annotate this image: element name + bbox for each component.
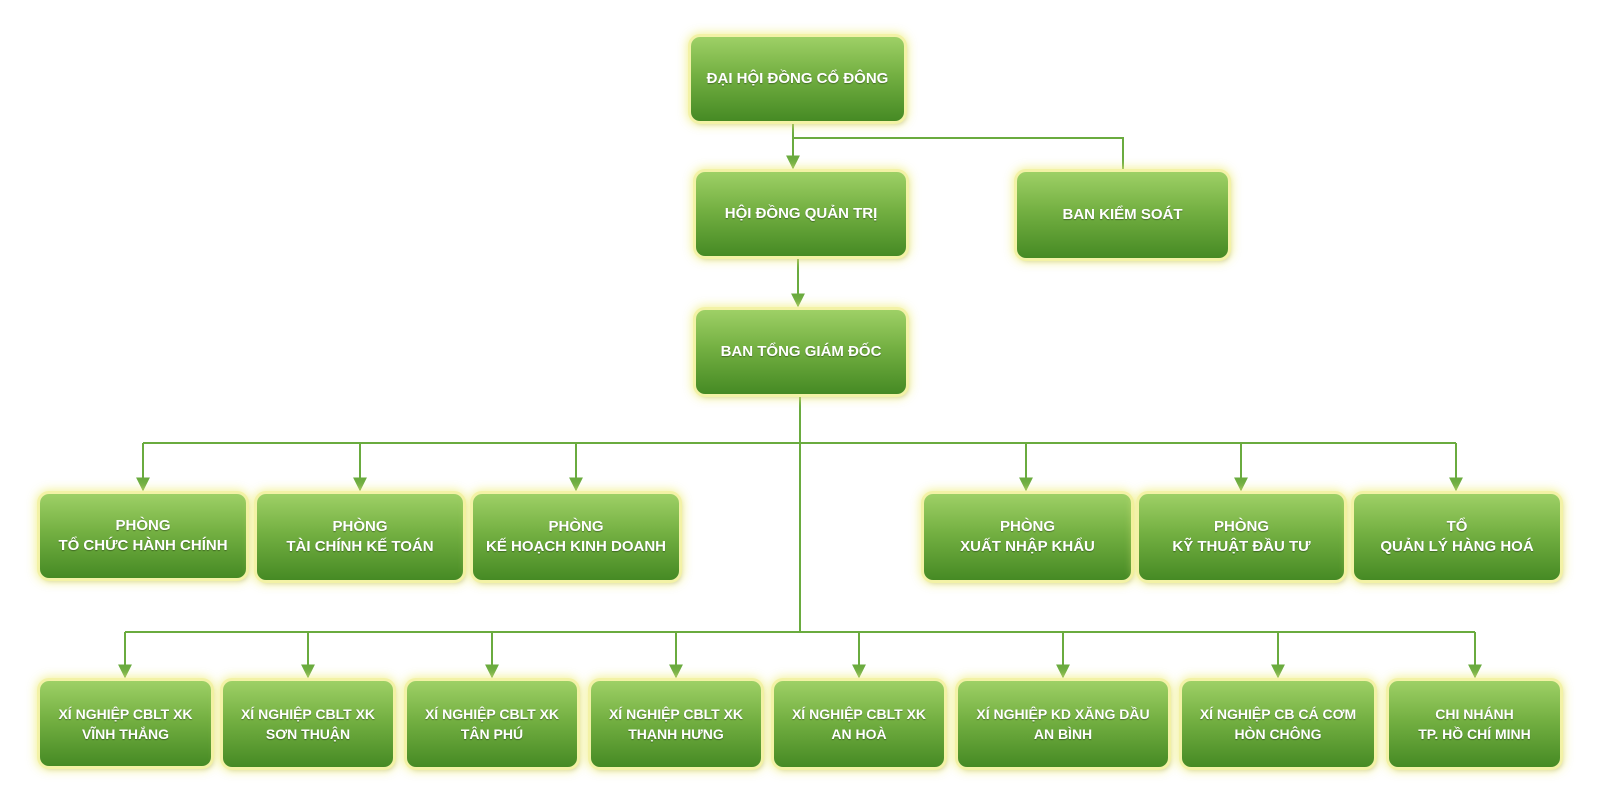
node-label-line-1: BAN TỔNG GIÁM ĐỐC <box>720 343 882 360</box>
node-label-line-2: AN BÌNH <box>1033 726 1093 742</box>
node-xi-nghiep-hon-chong[interactable]: XÍ NGHIỆP CB CÁ CƠM HÒN CHÔNG <box>1182 681 1374 767</box>
node-label-line-2: QUẢN LÝ HÀNG HOÁ <box>1380 538 1534 555</box>
node-xi-nghiep-son-thuan[interactable]: XÍ NGHIỆP CBLT XK SƠN THUẬN <box>223 681 393 767</box>
node-label-line-2: XUẤT NHẬP KHẨU <box>960 538 1095 555</box>
node-label-line-2: HÒN CHÔNG <box>1234 726 1322 742</box>
node-label-line-1: HỘI ĐỒNG QUẢN TRỊ <box>724 205 878 222</box>
node-label-line-1: XÍ NGHIỆP CBLT XK <box>791 706 927 722</box>
node-label-line-2: VĨNH THẮNG <box>81 725 170 742</box>
node-to-quan-ly-hang-hoa[interactable]: TỔ QUẢN LÝ HÀNG HOÁ <box>1354 494 1560 580</box>
node-label-line-1: BAN KIỂM SOÁT <box>1062 206 1183 223</box>
node-xi-nghiep-thanh-hung[interactable]: XÍ NGHIỆP CBLT XK THẠNH HƯNG <box>591 681 761 767</box>
node-phong-to-chuc-hanh-chinh[interactable]: PHÒNG TỔ CHỨC HÀNH CHÍNH <box>40 494 246 578</box>
node-xi-nghiep-tan-phu[interactable]: XÍ NGHIỆP CBLT XK TÂN PHÚ <box>407 681 577 767</box>
node-label-line-1: PHÒNG <box>332 518 388 535</box>
node-label-line-2: TÀI CHÍNH KẾ TOÁN <box>286 538 434 555</box>
node-label-line-1: PHÒNG <box>548 518 604 535</box>
node-label-line-1: XÍ NGHIỆP CBLT XK <box>240 706 376 722</box>
node-label-line-1: PHÒNG <box>999 518 1055 535</box>
node-label-line-1: XÍ NGHIỆP CBLT XK <box>424 706 560 722</box>
node-label-line-2: THẠNH HƯNG <box>628 726 724 742</box>
node-xi-nghiep-an-hoa[interactable]: XÍ NGHIỆP CBLT XK AN HOÀ <box>774 681 944 767</box>
node-label-line-1: TỔ <box>1446 518 1468 535</box>
node-label-line-1: XÍ NGHIỆP CB CÁ CƠM <box>1199 706 1357 722</box>
connector-dhdcd-to-bks <box>793 137 1124 172</box>
node-label-line-1: PHÒNG <box>1213 518 1269 535</box>
node-xi-nghiep-vinh-thang[interactable]: XÍ NGHIỆP CBLT XK VĨNH THẮNG <box>40 681 211 766</box>
node-dai-hoi-dong-co-dong[interactable]: ĐẠI HỘI ĐỒNG CỔ ĐÔNG <box>691 37 904 121</box>
node-hoi-dong-quan-tri[interactable]: HỘI ĐỒNG QUẢN TRỊ <box>696 172 906 256</box>
node-label-line-2: KẾ HOẠCH KINH DOANH <box>486 538 666 555</box>
node-label-line-1: XÍ NGHIỆP CBLT XK <box>608 706 744 722</box>
node-label-line-2: TÂN PHÚ <box>460 726 524 742</box>
node-xi-nghiep-an-binh[interactable]: XÍ NGHIỆP KD XĂNG DẦU AN BÌNH <box>958 681 1168 767</box>
node-label-line-1: CHI NHÁNH <box>1435 706 1514 722</box>
node-label-line-1: PHÒNG <box>115 517 171 534</box>
node-ban-tong-giam-doc[interactable]: BAN TỔNG GIÁM ĐỐC <box>696 310 906 394</box>
node-phong-ke-hoach-kinh-doanh[interactable]: PHÒNG KẾ HOẠCH KINH DOANH <box>473 494 679 580</box>
node-phong-xuat-nhap-khau[interactable]: PHÒNG XUẤT NHẬP KHẨU <box>924 494 1131 580</box>
node-ban-kiem-soat[interactable]: BAN KIỂM SOÁT <box>1017 172 1228 258</box>
node-chi-nhanh-tp-hcm[interactable]: CHI NHÁNH TP. HỒ CHÍ MINH <box>1389 681 1560 767</box>
node-label-line-2: TP. HỒ CHÍ MINH <box>1418 726 1531 742</box>
node-phong-tai-chinh-ke-toan[interactable]: PHÒNG TÀI CHÍNH KẾ TOÁN <box>257 494 463 580</box>
node-phong-ky-thuat-dau-tu[interactable]: PHÒNG KỸ THUẬT ĐẦU TƯ <box>1139 494 1344 580</box>
node-label-line-1: XÍ NGHIỆP KD XĂNG DẦU <box>976 706 1150 722</box>
node-label-line-1: XÍ NGHIỆP CBLT XK <box>58 705 193 722</box>
node-label-line-2: AN HOÀ <box>831 726 887 742</box>
node-label-line-2: KỸ THUẬT ĐẦU TƯ <box>1172 538 1311 555</box>
node-label-line-2: SƠN THUẬN <box>265 726 351 742</box>
node-label-line-2: TỔ CHỨC HÀNH CHÍNH <box>58 537 228 554</box>
node-label-line-1: ĐẠI HỘI ĐỒNG CỔ ĐÔNG <box>706 70 889 87</box>
